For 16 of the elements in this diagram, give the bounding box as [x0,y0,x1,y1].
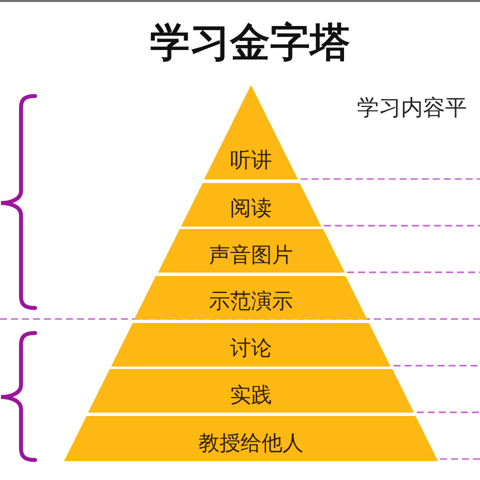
pyramid-tier [158,229,344,273]
tier-label: 讨论 [230,335,272,362]
tier-label: 听讲 [230,146,272,172]
tier-label: 阅读 [230,195,272,222]
pyramid-tier [134,276,368,320]
tier-label: 示范演示 [208,288,293,314]
tier-label: 实践 [230,382,272,408]
pyramid-tier [88,369,414,413]
pyramid-tier [180,182,322,226]
side-label: 学习内容平 [357,96,467,122]
tier-label: 声音图片 [208,242,293,268]
pyramid-tier [111,322,391,366]
pyramid-tier [64,416,438,461]
pyramid-tier [204,85,298,180]
tier-label: 教授给他人 [198,430,304,456]
diagram-title: 学习金字塔 [150,19,350,67]
